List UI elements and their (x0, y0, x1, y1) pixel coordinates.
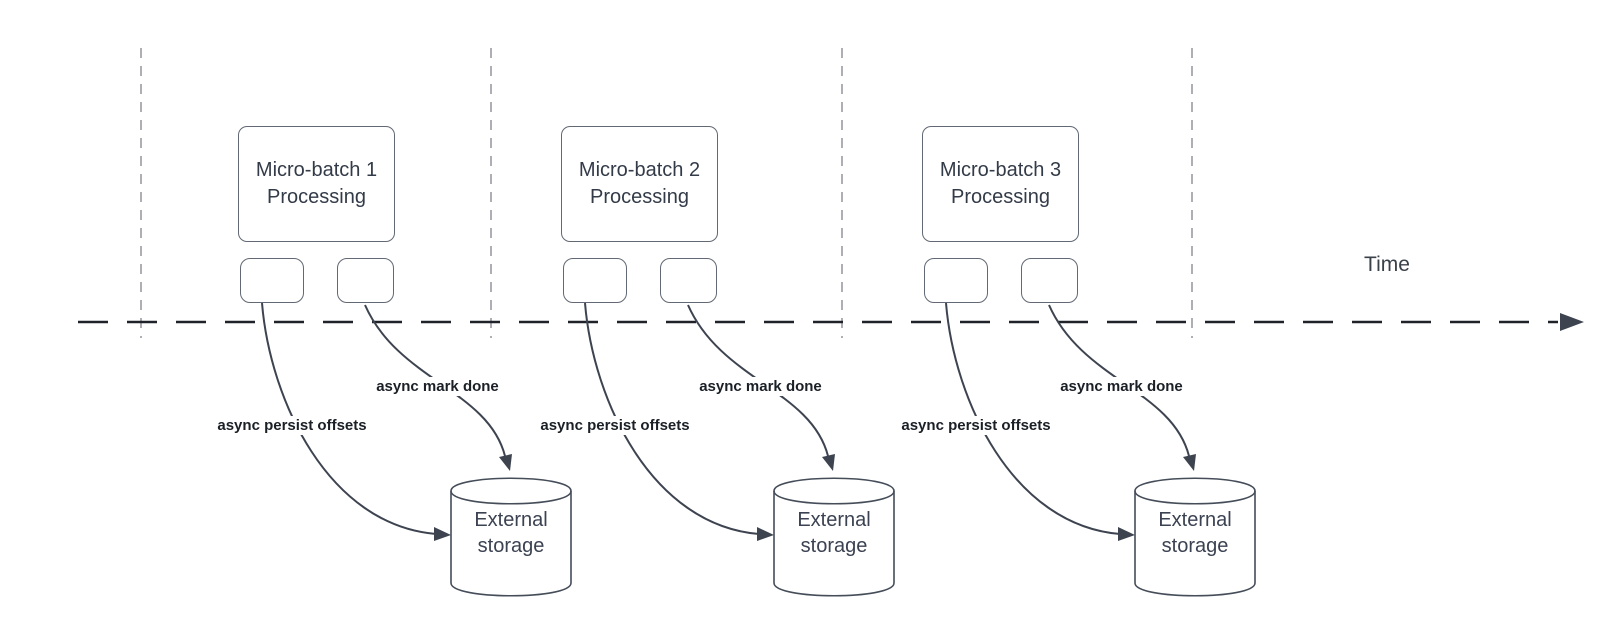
mark-done-arrowhead-icon (822, 454, 835, 471)
task-rect-markdone (1021, 258, 1078, 303)
task-rect-markdone (337, 258, 394, 303)
task-rect-persist (563, 258, 627, 303)
persist-offsets-label: async persist offsets (203, 416, 381, 435)
external-storage-label: External storage (1158, 509, 1232, 557)
microbatch-group-3: Micro-batch 3 Processing async persist o… (887, 0, 1322, 642)
persist-arrowhead-icon (757, 527, 774, 541)
time-axis-arrowhead-icon (1560, 313, 1584, 331)
mark-done-arrowhead-icon (499, 454, 512, 471)
microbatch-box: Micro-batch 2 Processing (561, 126, 718, 242)
microbatch-box: Micro-batch 3 Processing (922, 126, 1079, 242)
persist-offsets-label: async persist offsets (526, 416, 704, 435)
mark-done-label: async mark done (689, 377, 832, 396)
persist-arrowhead-icon (1118, 527, 1135, 541)
external-storage-label: External storage (797, 509, 871, 557)
mark-done-label: async mark done (366, 377, 509, 396)
storage-cylinder-rim (1134, 490, 1256, 505)
mark-done-label: async mark done (1050, 377, 1193, 396)
microbatch-box: Micro-batch 1 Processing (238, 126, 395, 242)
storage-cylinder-rim (450, 490, 572, 505)
microbatch-group-2: Micro-batch 2 Processing async persist o… (526, 0, 961, 642)
storage-cylinder-rim (773, 490, 895, 505)
mark-done-arrowhead-icon (1183, 454, 1196, 471)
task-rect-markdone (660, 258, 717, 303)
time-axis-label: Time (1364, 253, 1410, 276)
task-rect-persist (924, 258, 988, 303)
connector-layer (584, 302, 895, 597)
connector-layer (945, 302, 1256, 597)
external-storage-label: External storage (474, 509, 548, 557)
persist-arrowhead-icon (434, 527, 451, 541)
persist-offsets-label: async persist offsets (887, 416, 1065, 435)
task-rect-persist (240, 258, 304, 303)
